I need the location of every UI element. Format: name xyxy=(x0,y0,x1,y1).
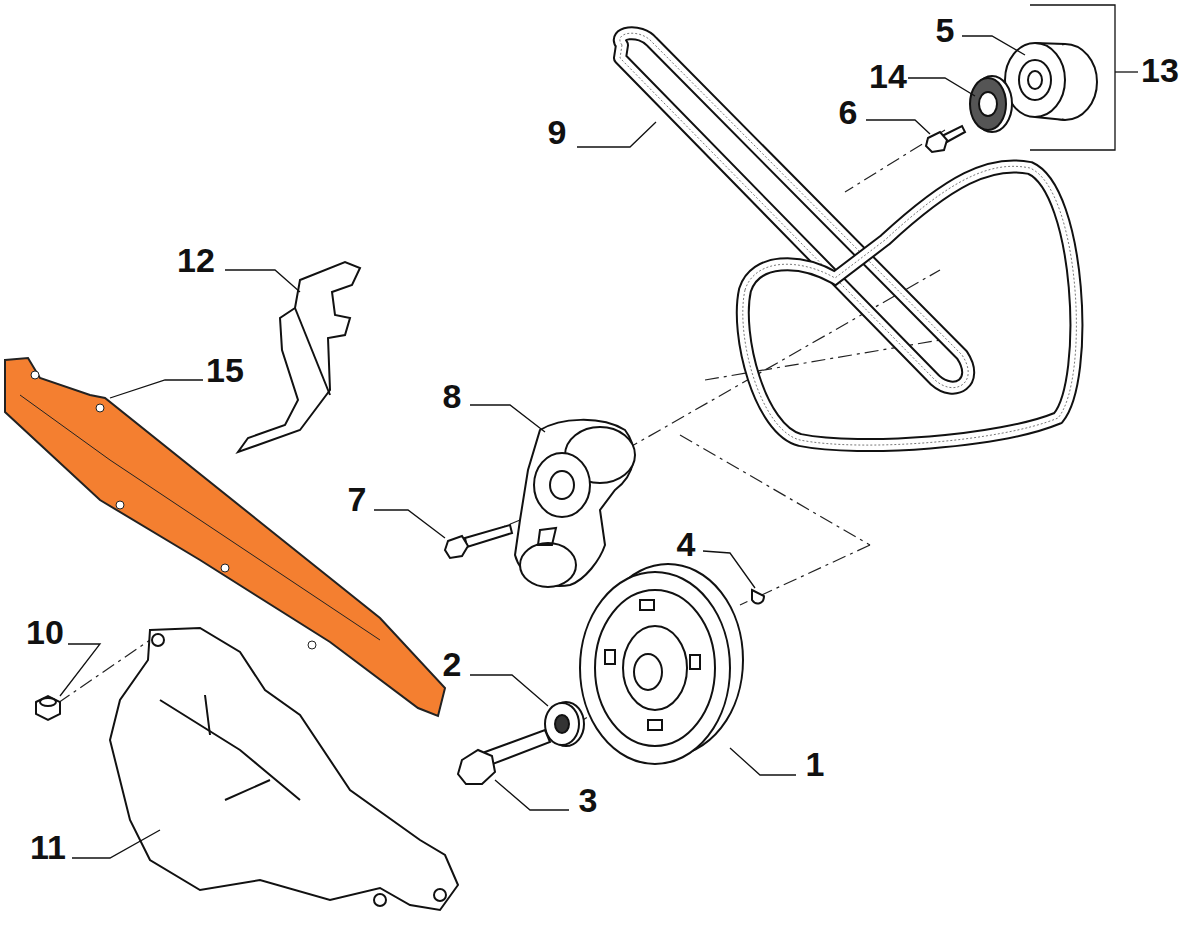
drawing-stroke xyxy=(534,453,590,517)
drawing-stroke xyxy=(577,122,656,147)
lower-cover xyxy=(110,628,458,910)
drawing-stroke xyxy=(740,545,870,605)
drawing-stroke xyxy=(595,590,715,746)
callout-number: 6 xyxy=(839,95,858,129)
drawing-stroke xyxy=(640,600,654,610)
drawing-stroke xyxy=(470,675,548,706)
drawing-stroke xyxy=(308,641,316,649)
drawing-stroke xyxy=(690,655,700,669)
drawing-stroke xyxy=(703,551,755,588)
drawing-stroke xyxy=(374,894,386,906)
drawing-stroke xyxy=(1005,43,1065,117)
drawing-stroke xyxy=(1028,71,1042,89)
drawing-stroke xyxy=(434,889,446,901)
drawing-stroke xyxy=(1030,5,1115,150)
drawing-stroke xyxy=(623,626,687,710)
drawing-stroke xyxy=(605,650,615,664)
drawing-stroke xyxy=(31,371,39,379)
drawing-stroke xyxy=(580,572,730,764)
drawing-stroke xyxy=(908,78,975,96)
drawing-stroke xyxy=(752,590,764,603)
drawing-stroke xyxy=(205,695,270,800)
drawing-stroke xyxy=(743,166,1077,445)
callout-number: 15 xyxy=(206,353,244,387)
pulley-bolt xyxy=(458,730,550,784)
callout-number: 13 xyxy=(1141,53,1179,87)
callout-number: 14 xyxy=(869,59,907,93)
callout-number: 10 xyxy=(26,615,64,649)
drawing-stroke xyxy=(40,698,56,706)
drawing-stroke xyxy=(743,166,1077,445)
callout-number: 7 xyxy=(348,482,367,516)
drawing-stroke xyxy=(458,750,495,784)
drawing-stroke xyxy=(970,78,1006,130)
drawing-stroke xyxy=(743,166,1077,445)
drawing-stroke xyxy=(20,395,380,640)
bolt xyxy=(926,126,965,152)
drawing-stroke xyxy=(465,525,512,547)
woodruff-key xyxy=(752,590,764,603)
drawing-stroke xyxy=(110,628,458,910)
callout-number: 8 xyxy=(443,379,462,413)
drawing-stroke xyxy=(295,308,330,395)
bolt xyxy=(445,525,512,558)
drawing-stroke xyxy=(110,380,203,398)
drawing-stroke xyxy=(520,543,576,587)
idler-roller xyxy=(1005,43,1097,120)
drawing-stroke xyxy=(36,696,60,720)
drawing-stroke xyxy=(1019,60,1051,100)
washer xyxy=(545,702,584,746)
callout-number: 4 xyxy=(677,527,696,561)
callout-number: 5 xyxy=(936,13,955,47)
drawing-stroke xyxy=(445,536,468,558)
callout-number: 9 xyxy=(548,115,567,149)
callout-number: 12 xyxy=(177,243,215,277)
drawing-stroke xyxy=(221,564,229,572)
drawing-stroke xyxy=(545,703,579,745)
nut xyxy=(36,696,60,720)
drawing-stroke xyxy=(634,654,662,690)
callout-number: 3 xyxy=(579,783,598,817)
tensioner xyxy=(515,420,635,587)
drawing-stroke xyxy=(485,730,550,765)
drawing-stroke xyxy=(538,528,556,545)
drawing-stroke xyxy=(979,92,997,116)
callout-number: 2 xyxy=(443,647,462,681)
drawing-stroke xyxy=(152,634,164,646)
drawing-stroke xyxy=(160,700,300,800)
drawing-stroke xyxy=(1115,71,1138,72)
callout-number: 1 xyxy=(806,747,825,781)
drawing-stroke xyxy=(555,715,569,733)
drawing-stroke xyxy=(116,501,124,509)
belt-short xyxy=(743,166,1077,445)
drawing-stroke xyxy=(96,404,104,412)
drawing-stroke xyxy=(550,471,574,499)
drawing-stroke xyxy=(866,120,930,134)
idler-washer xyxy=(970,76,1012,132)
crank-pulley xyxy=(580,564,743,764)
drawing-stroke xyxy=(225,270,300,292)
drawing-stroke xyxy=(1035,117,1065,120)
drawing-stroke xyxy=(648,720,662,730)
drawing-stroke xyxy=(374,510,445,538)
drawing-stroke xyxy=(60,644,100,696)
drawing-stroke xyxy=(962,36,1025,55)
drawing-stroke xyxy=(72,830,160,858)
drawing-stroke xyxy=(495,780,569,810)
callout-number: 11 xyxy=(30,830,66,864)
drawing-stroke xyxy=(1035,43,1065,44)
leader-lines xyxy=(60,5,1138,858)
drawing-stroke xyxy=(730,748,796,775)
drawing-stroke xyxy=(926,132,947,152)
drawing-stroke xyxy=(470,405,545,432)
